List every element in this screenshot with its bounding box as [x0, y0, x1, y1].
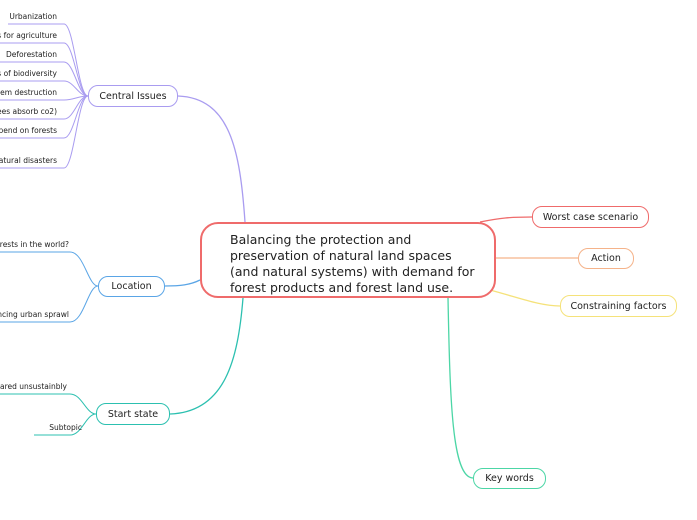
link-central-to-start-state [169, 297, 244, 415]
subtopic-ecosystem[interactable]: stem destruction [0, 88, 57, 97]
subtopic-biodiversity[interactable]: s of biodiversity [0, 69, 57, 78]
location-node[interactable]: Location [98, 276, 165, 297]
action-label: Action [591, 253, 621, 264]
subtopic-agriculture[interactable]: s for agriculture [0, 31, 57, 40]
start-state-label: Start state [107, 408, 159, 420]
constraining-label: Constraining factors [570, 300, 667, 312]
central-issues-subtopic-links [0, 23, 89, 169]
subtopic-depend-forests[interactable]: epend on forests [0, 126, 57, 135]
location-subtopic-links [0, 251, 99, 323]
action-node[interactable]: Action [578, 248, 634, 269]
subtopic-urbanization[interactable]: Urbanization [9, 12, 57, 21]
subtopic-cleared[interactable]: leared unsustainbly [0, 382, 67, 391]
link-central-to-key-words [447, 297, 474, 479]
subtopic-generic[interactable]: Subtopic [49, 423, 82, 432]
link-central-to-location [164, 279, 201, 287]
subtopic-urban-sprawl[interactable]: encing urban sprawl [0, 310, 69, 319]
key-words-node[interactable]: Key words [473, 468, 546, 489]
link-central-to-central-issues [177, 95, 246, 223]
subtopic-natural-disasters[interactable]: natural disasters [0, 156, 57, 165]
start-state-subtopic-links [0, 393, 97, 436]
central-issues-label: Central Issues [99, 90, 167, 102]
subtopic-forests-world[interactable]: forests in the world? [0, 240, 69, 249]
worst-case-label: Worst case scenario [542, 211, 639, 223]
subtopic-co2[interactable]: rees absorb co2) [0, 107, 57, 116]
central-issues-node[interactable]: Central Issues [88, 85, 178, 107]
central-topic-text: Balancing the protection and preservatio… [230, 232, 475, 295]
location-label: Location [111, 281, 152, 292]
link-central-to-constraining [489, 289, 561, 307]
link-central-to-worst-case [479, 216, 533, 223]
worst-case-node[interactable]: Worst case scenario [532, 206, 649, 228]
constraining-node[interactable]: Constraining factors [560, 295, 677, 317]
key-words-label: Key words [485, 473, 534, 484]
subtopic-deforestation[interactable]: Deforestation [6, 50, 57, 59]
start-state-node[interactable]: Start state [96, 403, 170, 425]
central-topic[interactable]: Balancing the protection and preservatio… [200, 222, 496, 298]
